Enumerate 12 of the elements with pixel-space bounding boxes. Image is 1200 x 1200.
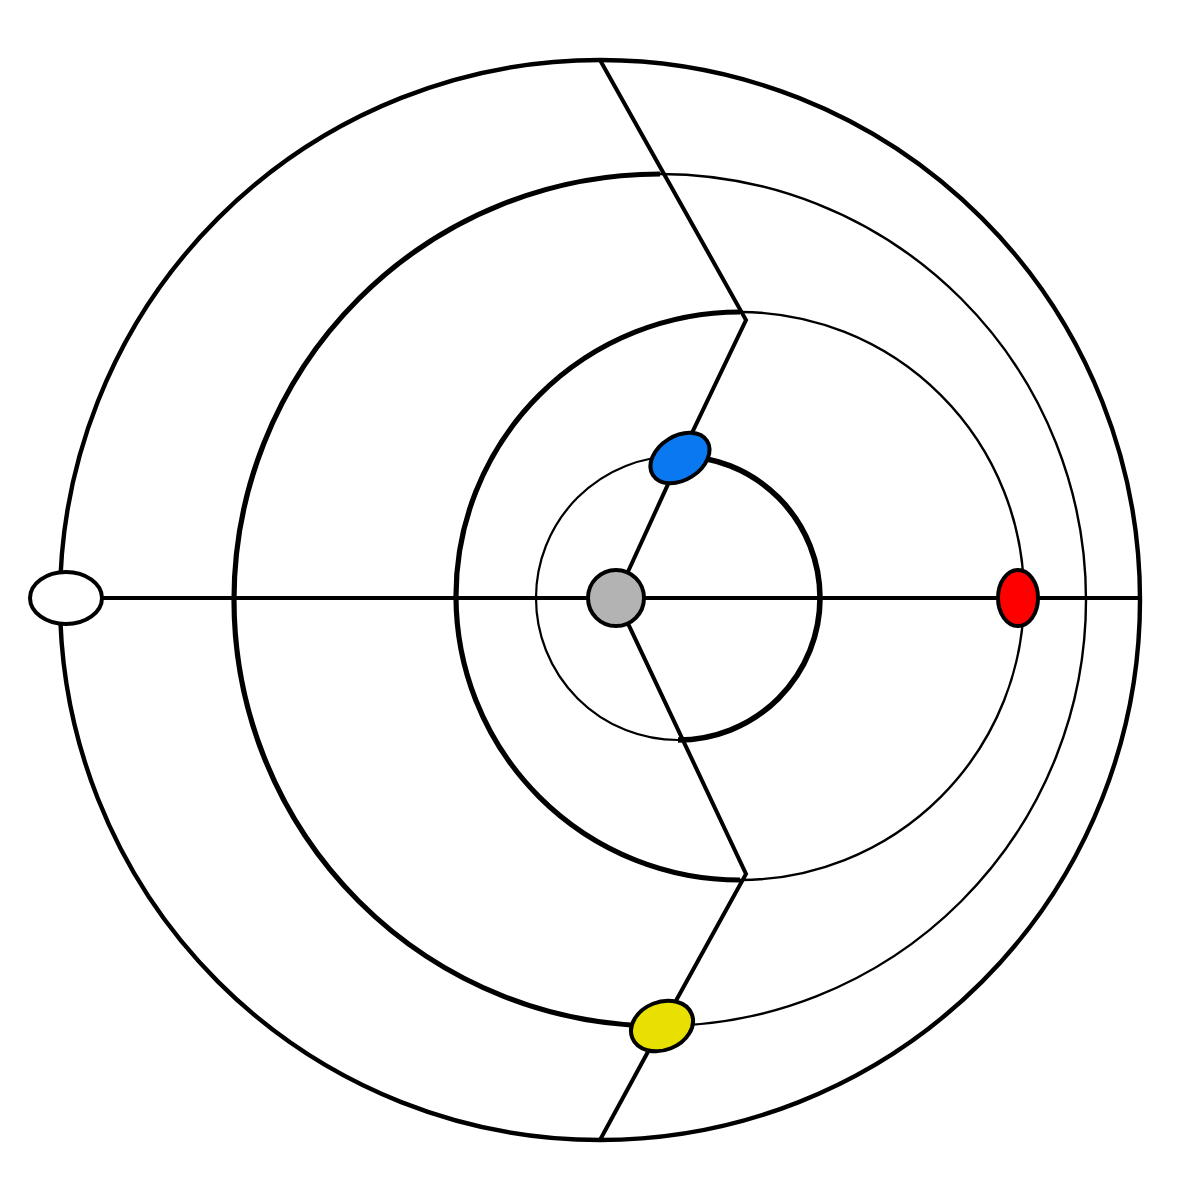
connector-line xyxy=(1038,596,1140,600)
connector-line xyxy=(626,622,749,1003)
planet-dot xyxy=(586,568,646,628)
connector-line xyxy=(102,596,588,600)
planet-dot xyxy=(28,570,104,626)
connector-line xyxy=(625,482,671,574)
connector-line xyxy=(644,596,998,600)
connector-line xyxy=(598,59,749,434)
connector-line xyxy=(598,1049,651,1141)
planet-dot xyxy=(996,568,1040,628)
planet-dot xyxy=(629,998,695,1054)
planet-dot xyxy=(648,430,712,486)
